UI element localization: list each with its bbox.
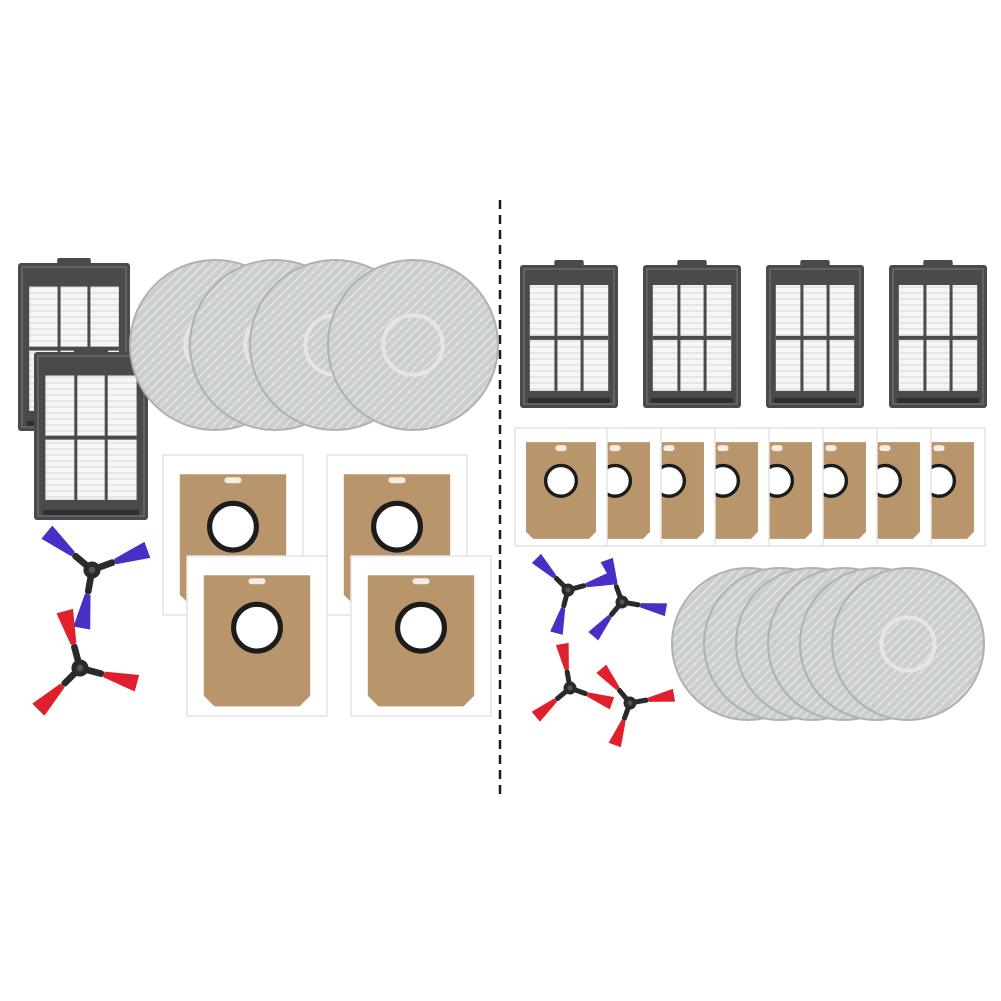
hepa-filter [34, 347, 148, 520]
side-brush [32, 608, 140, 716]
side-brush [588, 557, 668, 641]
hepa-filter [520, 260, 618, 408]
dust-bag [514, 427, 608, 547]
hepa-filter [766, 260, 864, 408]
mop-pad [327, 259, 499, 431]
mop-pad [831, 567, 985, 721]
dust-bag [350, 555, 492, 717]
hepa-filter [889, 260, 987, 408]
side-brush [596, 664, 676, 748]
right-set [514, 260, 987, 748]
hepa-filter [643, 260, 741, 408]
side-brush [531, 553, 613, 635]
side-brush [531, 642, 615, 722]
dust-bag [186, 555, 328, 717]
left-set [18, 258, 499, 717]
side-brush [41, 525, 151, 630]
